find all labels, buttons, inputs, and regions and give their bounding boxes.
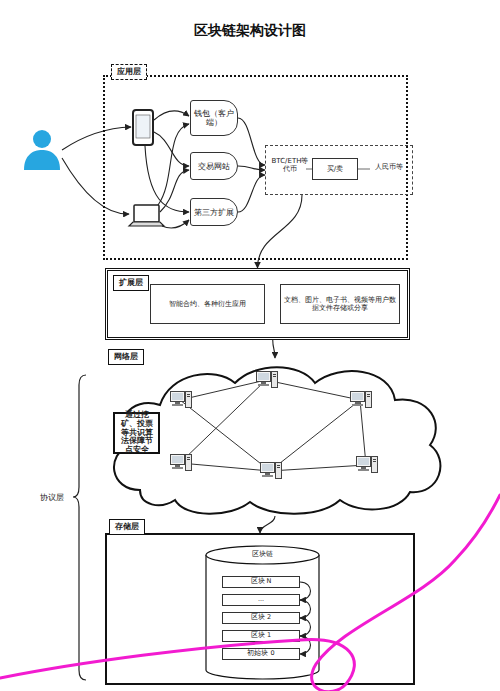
network-link bbox=[180, 380, 266, 463]
layer-label: 协议层 bbox=[40, 492, 64, 503]
laptop-screen bbox=[134, 205, 159, 222]
phone-icon bbox=[133, 110, 153, 145]
node-text: 区块 1 bbox=[251, 632, 271, 640]
chain-cylinder: 区块链区块 N... 区块 2 区块 1 初始块 0 bbox=[205, 545, 320, 680]
person-head bbox=[33, 130, 51, 148]
block-box: ... bbox=[222, 594, 300, 606]
network-links bbox=[180, 380, 366, 471]
device-link bbox=[154, 132, 189, 166]
protocol-brace bbox=[73, 375, 86, 680]
phone-screen bbox=[136, 115, 150, 138]
device-link bbox=[158, 124, 189, 205]
layer-box: 扩展层智能合约、各种衍生应用 文档、图片、电子书、视频等用户数据文件存储或分享 bbox=[105, 268, 410, 340]
client-shape: 第三方扩展 bbox=[190, 198, 238, 226]
exchange-box: BTC/ETH等代币 人民币等 买/卖 bbox=[265, 145, 413, 195]
block-box: 区块 1 bbox=[222, 630, 300, 642]
node-text: 智能合约、各种衍生应用 bbox=[169, 300, 246, 308]
block-box: 初始块 0 bbox=[222, 648, 300, 660]
node-text: 通过挖矿、投票等共识算法保障节点安全 bbox=[117, 411, 156, 454]
layer-title: 存储层 bbox=[109, 519, 145, 535]
node-text: 钱包（客户端） bbox=[193, 109, 235, 127]
connector-arrow bbox=[238, 166, 265, 170]
computer-icon bbox=[171, 455, 192, 471]
cylinder-outline bbox=[205, 545, 320, 680]
node-text: 区块 N bbox=[251, 578, 272, 586]
chain-title: 区块链 bbox=[205, 550, 320, 558]
block-box: 区块 N bbox=[222, 576, 300, 588]
node-text: 交易网站 bbox=[198, 162, 230, 171]
node-text: ... bbox=[258, 596, 264, 604]
network-link bbox=[360, 400, 366, 465]
layer-title: 应用层 bbox=[111, 64, 147, 80]
device-link bbox=[62, 127, 131, 150]
device-link bbox=[162, 220, 189, 228]
device-links bbox=[62, 111, 189, 228]
network-link bbox=[180, 463, 270, 471]
trade-link bbox=[306, 169, 312, 170]
cloud-path bbox=[114, 367, 440, 514]
node-text: 区块 2 bbox=[251, 614, 271, 622]
note-box: 通过挖矿、投票等共识算法保障节点安全 bbox=[113, 412, 160, 454]
device-link bbox=[62, 158, 129, 214]
network-link bbox=[266, 380, 360, 400]
node-text: 初始块 0 bbox=[247, 650, 274, 658]
computer-icon bbox=[171, 392, 192, 408]
connector-arrow bbox=[260, 516, 275, 533]
connector-arrow bbox=[273, 340, 275, 358]
network-link bbox=[180, 400, 270, 471]
computer-icon bbox=[257, 372, 278, 388]
pink-swoosh bbox=[0, 495, 500, 691]
computer-icon bbox=[351, 392, 372, 408]
node-text: 第三方扩展 bbox=[194, 208, 234, 217]
connector-arrow bbox=[300, 600, 311, 618]
device-link bbox=[145, 146, 189, 212]
node-text: 文档、图片、电子书、视频等用户数据文件存储或分享 bbox=[283, 296, 397, 313]
block-box: 区块 2 bbox=[222, 612, 300, 624]
token-text: BTC/ETH等代币 bbox=[270, 157, 310, 174]
app-box: 文档、图片、电子书、视频等用户数据文件存储或分享 bbox=[280, 284, 400, 324]
layer-title: 扩展层 bbox=[113, 275, 149, 291]
device-link bbox=[160, 170, 189, 212]
trade-box: 买/卖 bbox=[312, 158, 358, 180]
layer-box: 应用层钱包（客户端）交易网站第三方扩展BTC/ETH等代币人民币等买/卖 bbox=[103, 75, 408, 260]
node-text: 买/卖 bbox=[327, 165, 343, 173]
currency-text: 人民币等 bbox=[368, 163, 410, 171]
computer-icon bbox=[357, 457, 378, 473]
connector-arrow bbox=[238, 118, 265, 165]
network-link bbox=[270, 400, 360, 471]
connector-arrow bbox=[300, 636, 311, 654]
network-link bbox=[270, 465, 366, 471]
cloud-outline bbox=[100, 358, 450, 516]
connector-arrow bbox=[300, 582, 311, 600]
computer-icon bbox=[261, 463, 282, 479]
app-box: 智能合约、各种衍生应用 bbox=[150, 284, 265, 324]
layer-box: 存储层区块链区块 N...区块 2区块 1初始块 0 bbox=[105, 533, 415, 685]
layer-title: 网络层 bbox=[108, 349, 144, 365]
cylinder-body bbox=[206, 555, 319, 679]
network-link bbox=[180, 380, 266, 400]
connector-arrow bbox=[300, 618, 311, 636]
client-shape: 交易网站 bbox=[190, 152, 238, 180]
network-cloud: 网络层通过挖矿、投票等共识算法保障节点安全 bbox=[100, 358, 450, 516]
connector-arrow bbox=[258, 195, 303, 268]
laptop-base bbox=[129, 222, 164, 226]
device-link bbox=[154, 111, 189, 120]
diagram-title: 区块链架构设计图 bbox=[0, 22, 500, 40]
client-shape: 钱包（客户端） bbox=[190, 100, 238, 136]
person-body bbox=[24, 150, 60, 170]
trade-link bbox=[358, 169, 370, 170]
connector-arrow bbox=[238, 175, 265, 212]
cylinder-top bbox=[206, 546, 319, 564]
